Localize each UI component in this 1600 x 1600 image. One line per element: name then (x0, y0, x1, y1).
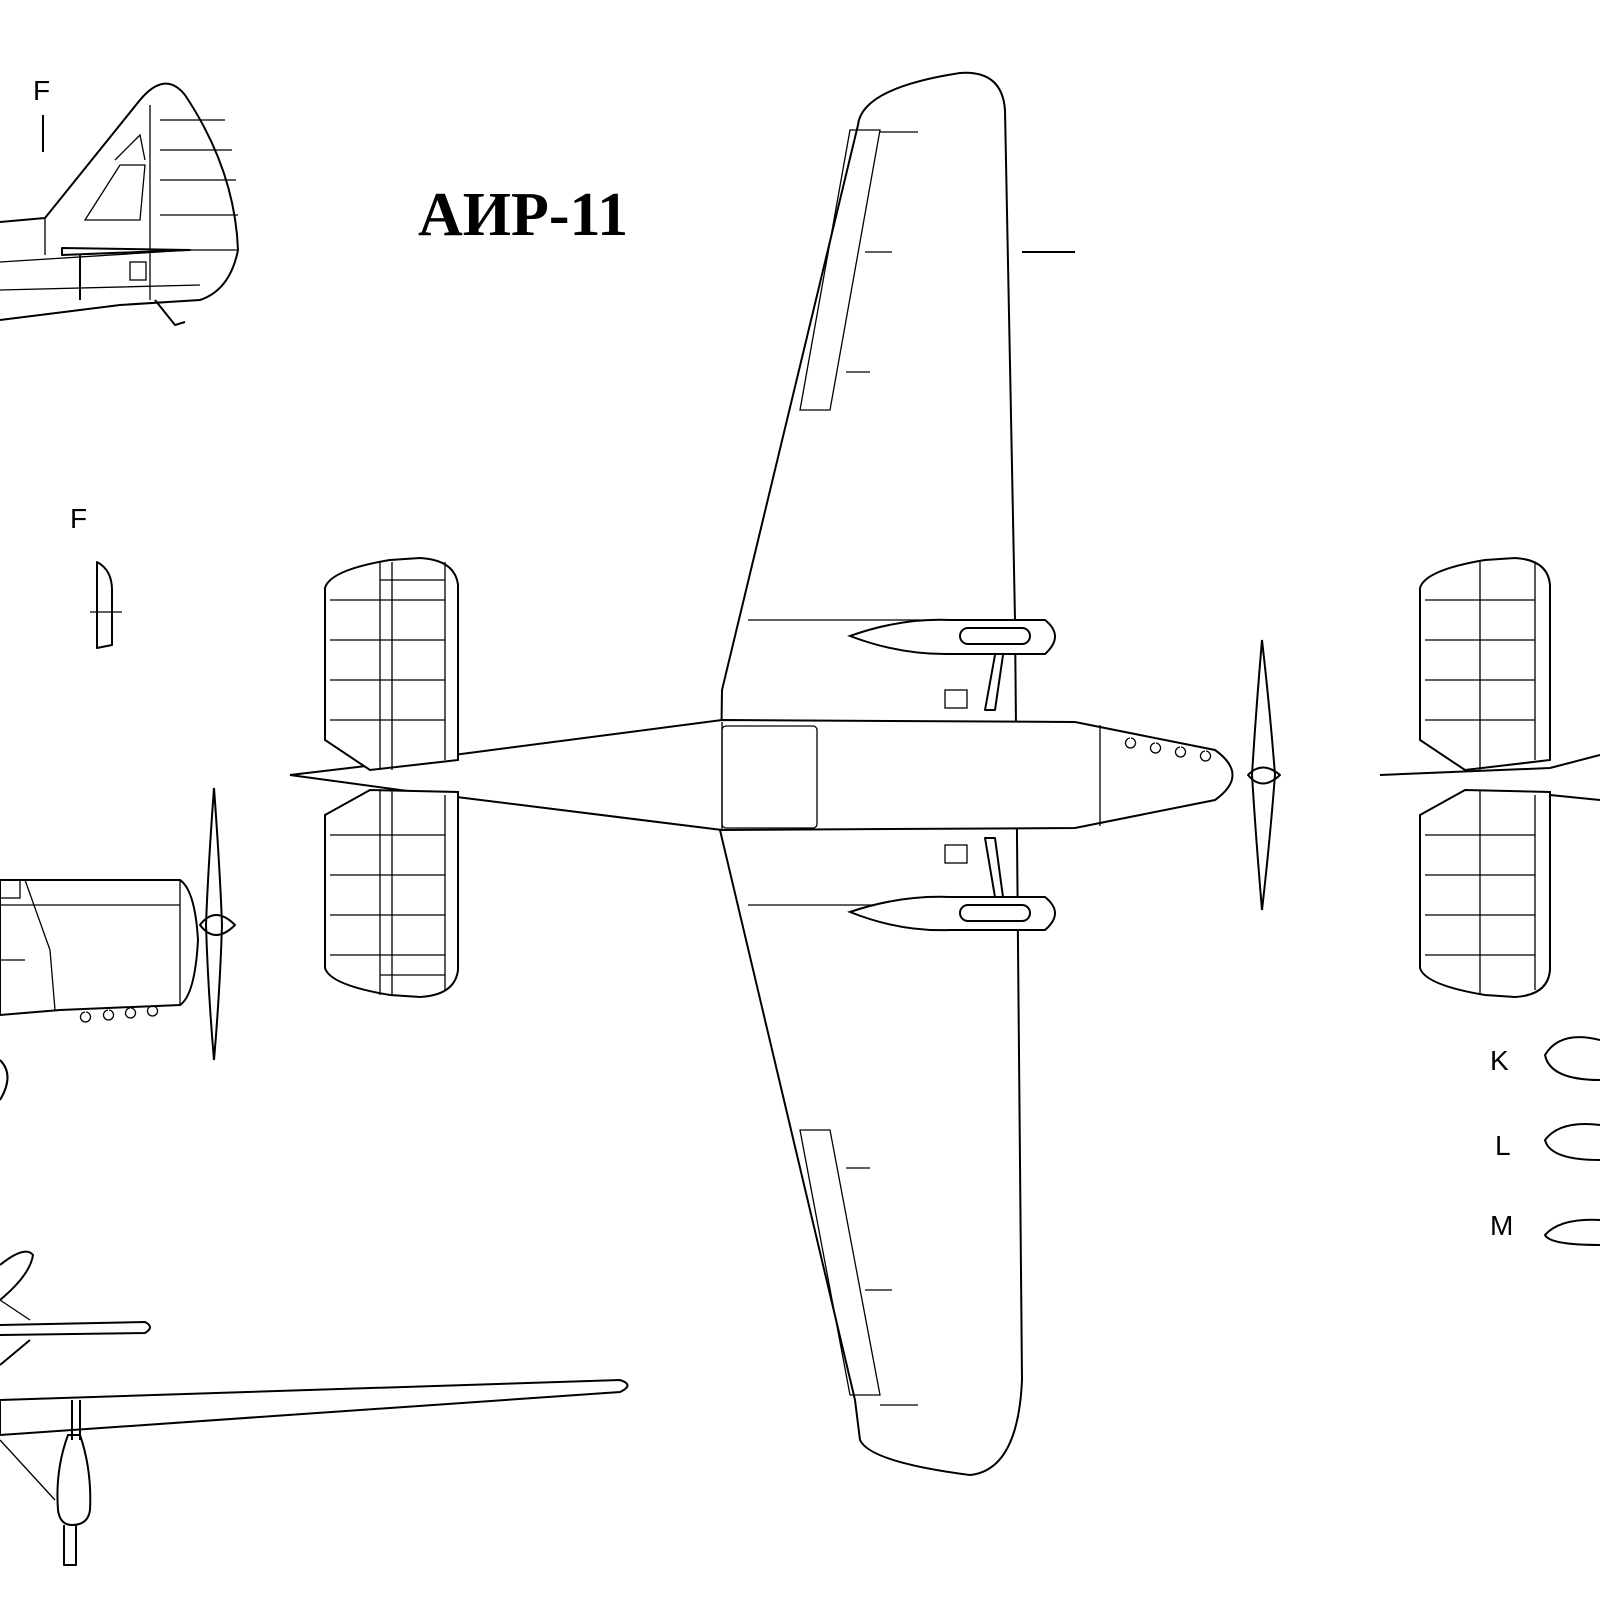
airfoil-sections (1544, 1036, 1600, 1246)
engine-nacelle-top (847, 618, 1056, 711)
right-tailplane-view (1379, 556, 1600, 999)
propeller-top-view (1247, 639, 1281, 911)
section-label-f-top: F (33, 75, 51, 106)
side-view-nose (0, 787, 236, 1101)
engine-nacelle-bottom (847, 837, 1056, 932)
aircraft-title: АИР-11 (418, 181, 629, 249)
section-label-f: F (70, 503, 88, 534)
front-view (0, 1250, 629, 1566)
top-view-tailplane (324, 556, 459, 999)
top-view-fuselage (289, 718, 1234, 832)
airfoil-label-k: K (1490, 1045, 1509, 1076)
section-f-profile (90, 561, 122, 649)
side-view-tail (0, 82, 239, 326)
airfoil-label-m: M (1490, 1210, 1514, 1241)
airfoil-label-l: L (1495, 1130, 1511, 1161)
